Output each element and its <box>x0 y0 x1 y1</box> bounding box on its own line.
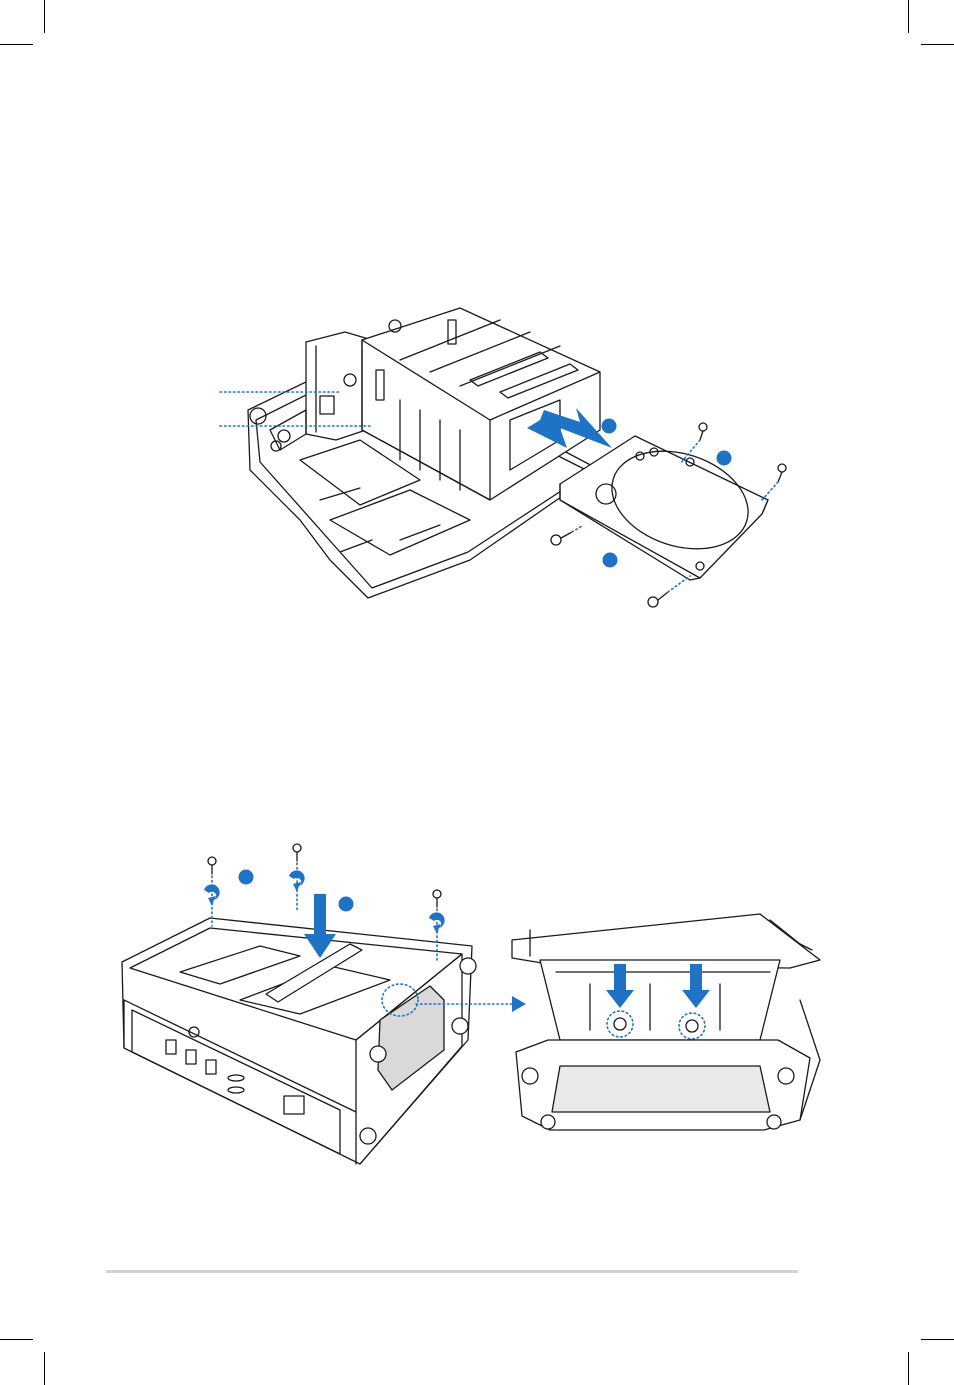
footer-rule <box>106 1270 798 1273</box>
screw-icon <box>208 857 216 874</box>
screw-icon <box>433 890 441 907</box>
detail-view <box>512 914 820 1130</box>
step-marker-1 <box>239 870 254 885</box>
screw-icon <box>293 844 301 861</box>
step-marker-2 <box>339 897 354 912</box>
pc-chassis <box>122 918 476 1164</box>
